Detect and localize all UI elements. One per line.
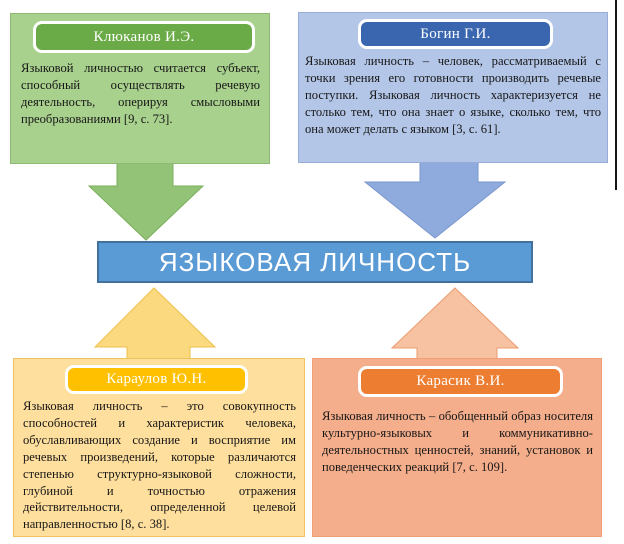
- quadrant-klyukanov: Клюканов И.Э. Языковой личностью считает…: [10, 13, 270, 164]
- definition-text-bogin: Языковая личность – человек, рассматрива…: [305, 54, 601, 136]
- center-title: ЯЗЫКОВАЯ ЛИЧНОСТЬ: [158, 246, 472, 277]
- up-arrow-orange-icon: [390, 287, 520, 366]
- author-name-klyukanov: Клюканов И.Э.: [93, 28, 195, 45]
- author-name-karaulov: Караулов Ю.Н.: [106, 371, 207, 387]
- up-arrow-yellow-icon: [93, 287, 217, 366]
- definition-text-klyukanov: Языковой личностью считается субъект, сп…: [21, 61, 260, 126]
- down-arrow-blue-icon: [363, 153, 507, 239]
- author-badge-bogin: Богин Г.И.: [358, 19, 553, 49]
- partial-table-border: [615, 0, 617, 190]
- definition-text-karasik: Языковая личность – обобщенный образ нос…: [322, 409, 593, 474]
- quadrant-karasik: Карасик В.И. Языковая личность – обобщен…: [312, 358, 602, 537]
- center-title-box: ЯЗЫКОВАЯ ЛИЧНОСТЬ: [97, 241, 533, 283]
- quadrant-bogin: Богин Г.И. Языковая личность – человек, …: [298, 12, 608, 163]
- author-badge-karaulov: Караулов Ю.Н.: [65, 365, 248, 394]
- author-name-bogin: Богин Г.И.: [420, 25, 491, 42]
- author-badge-karasik: Карасик В.И.: [358, 366, 563, 397]
- author-name-karasik: Карасик В.И.: [416, 373, 505, 389]
- down-arrow-green-icon: [87, 154, 205, 241]
- quadrant-karaulov: Караулов Ю.Н. Языковая личность – это со…: [13, 358, 305, 537]
- author-badge-klyukanov: Клюканов И.Э.: [33, 21, 255, 53]
- definition-text-karaulov: Языковая личность – это совокупность спо…: [23, 399, 296, 532]
